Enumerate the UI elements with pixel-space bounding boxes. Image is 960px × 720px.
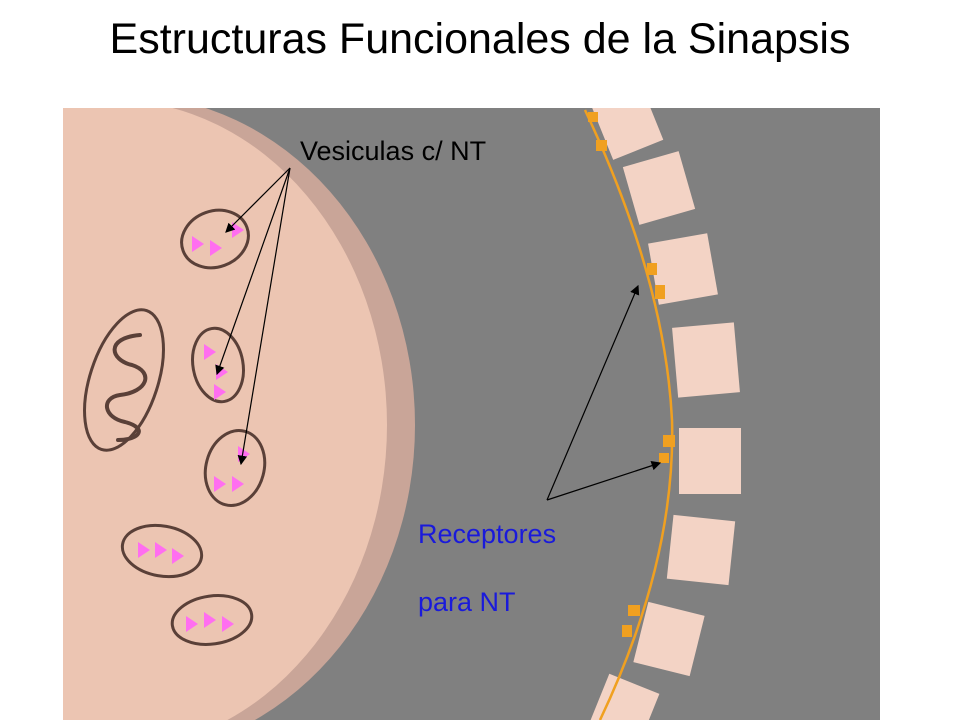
slide-title: Estructuras Funcionales de la Sinapsis xyxy=(109,15,851,63)
receptor xyxy=(647,263,657,275)
postsynaptic-block xyxy=(648,233,718,305)
postsynaptic-membrane xyxy=(590,108,741,720)
postsynaptic-block xyxy=(633,601,705,677)
vesicle xyxy=(120,523,204,579)
receptor xyxy=(628,605,640,616)
vesicle xyxy=(203,429,267,507)
postsynaptic-membrane-line xyxy=(583,109,674,720)
postsynaptic-block xyxy=(679,428,741,494)
postsynaptic-block xyxy=(590,108,664,160)
receptor xyxy=(596,140,607,151)
receptor xyxy=(655,285,665,299)
receptors-label-line1: Receptores xyxy=(418,519,556,549)
receptor-group xyxy=(588,112,675,637)
receptor-pointer-arrows xyxy=(546,284,662,501)
vesicle-pointer-arrows xyxy=(215,167,291,466)
receptor xyxy=(588,112,598,122)
mitochondrion xyxy=(83,308,165,452)
vesicle xyxy=(170,594,254,646)
vesicles-label: Vesiculas c/ NT xyxy=(300,136,486,166)
receptor xyxy=(659,453,669,463)
receptor xyxy=(622,625,632,637)
postsynaptic-block xyxy=(590,673,660,720)
postsynaptic-block xyxy=(672,322,740,398)
postsynaptic-block xyxy=(622,151,696,225)
receptor xyxy=(663,435,675,447)
receptors-label-line2: para NT xyxy=(418,587,516,617)
postsynaptic-block xyxy=(666,514,736,586)
